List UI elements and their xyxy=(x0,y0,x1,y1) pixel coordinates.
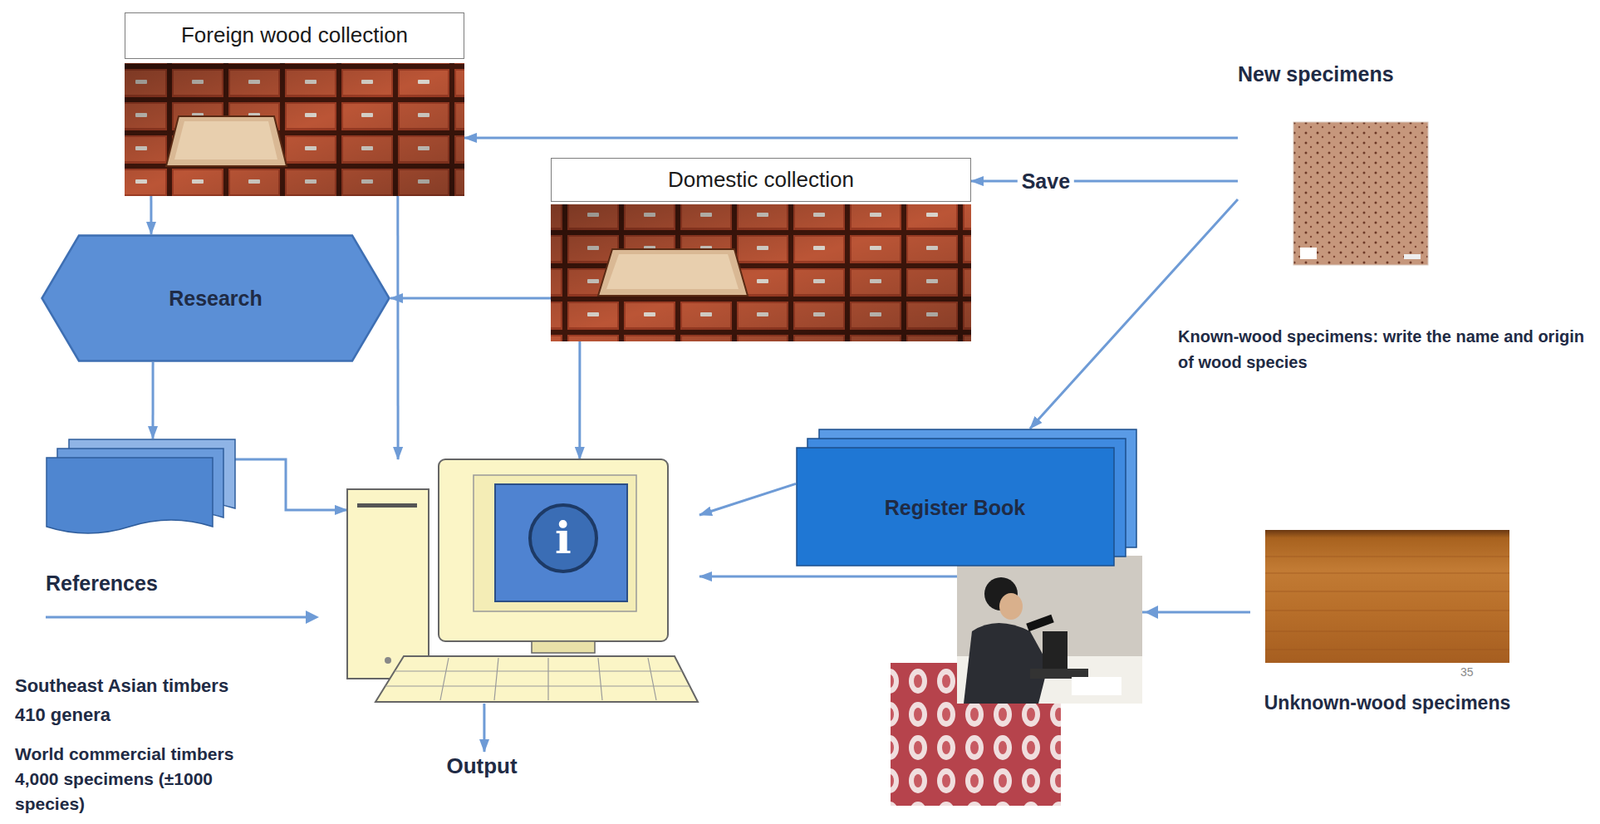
text-holder: Output xyxy=(438,751,526,782)
computer-icon: i xyxy=(347,459,700,704)
reference-arrow xyxy=(45,610,320,624)
reference-note: World commercial timbers 4,000 specimens… xyxy=(14,741,256,817)
specimen-image: Unknown-wood specimens xyxy=(1250,530,1525,719)
image-caption: Unknown-wood specimens xyxy=(1264,692,1511,714)
box-title: Domestic collection xyxy=(667,167,854,193)
document-label: References xyxy=(45,571,158,596)
flow-arrow xyxy=(235,459,348,511)
document-sheet xyxy=(46,457,213,534)
flow-arrow xyxy=(396,196,399,460)
annotation-note: Known-wood specimens: write the name and… xyxy=(1177,323,1586,376)
text-holder: i xyxy=(530,505,597,572)
box-title: Foreign wood collection xyxy=(181,23,408,49)
flow-arrow xyxy=(699,483,796,516)
collection-box: Domestic collection xyxy=(550,157,972,342)
wood-sample-photo xyxy=(1265,530,1510,663)
register-label: Register Book xyxy=(884,495,1026,521)
hexagon-outline xyxy=(42,235,390,362)
arrow-head xyxy=(1144,605,1159,619)
text-holder: Foreign wood collection xyxy=(124,12,465,59)
flow-arrow xyxy=(482,703,486,752)
text-holder: New specimens xyxy=(1237,59,1438,89)
info-icon: i xyxy=(554,513,572,564)
document-stack: References xyxy=(45,438,236,604)
collection-box: Foreign wood collection xyxy=(124,12,465,197)
flow-arrow xyxy=(149,196,153,235)
flow-arrow xyxy=(971,180,1238,183)
flow-arrow xyxy=(464,136,1238,139)
text-holder: Unknown-wood specimens xyxy=(1250,687,1525,718)
cabinet-photo xyxy=(124,63,465,197)
process-label: Research xyxy=(168,286,263,311)
flow-arrow xyxy=(390,297,551,300)
flow-arrow xyxy=(1030,199,1238,429)
computer-drawing xyxy=(347,459,698,702)
process-hexagon: Research xyxy=(40,234,391,363)
text-holder: Register Book xyxy=(795,448,1115,567)
text-holder: Domestic collection xyxy=(550,157,972,202)
book-sheet xyxy=(796,447,1115,566)
microscope-photo xyxy=(957,555,1143,704)
register-book: Register Book xyxy=(795,428,1138,567)
flow-arrow xyxy=(152,362,155,439)
text-holder: Research xyxy=(40,234,391,363)
edge-label: Save xyxy=(1017,169,1075,194)
wood-sample-photo xyxy=(1293,122,1429,266)
photo-number: 35 xyxy=(1460,665,1494,679)
flow-arrow xyxy=(578,341,581,460)
output-node: Output xyxy=(438,751,526,782)
image-heading: New specimens xyxy=(1237,62,1394,87)
cabinet-photo xyxy=(550,204,972,342)
specimen-image: New specimens xyxy=(1237,59,1438,268)
text-holder: References xyxy=(45,566,236,600)
output-label: Output xyxy=(446,754,517,780)
reference-note: Southeast Asian timbers 410 genera xyxy=(14,671,256,730)
